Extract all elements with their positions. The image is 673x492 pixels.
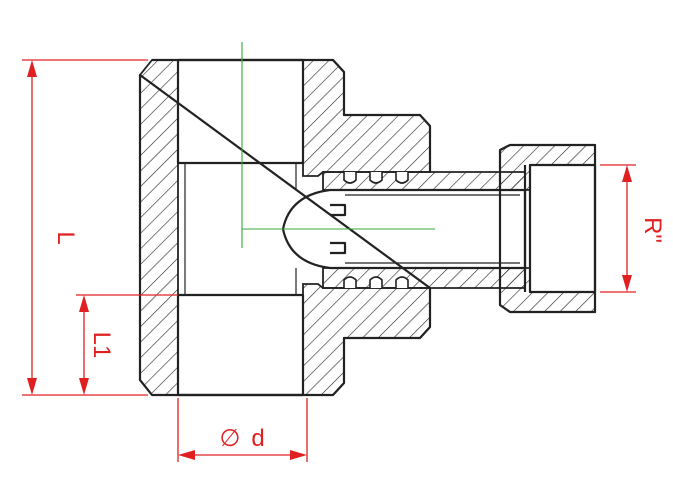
nut-bore — [528, 163, 597, 294]
branch-stem — [281, 171, 527, 289]
oring-grooves — [343, 172, 409, 288]
union-nut — [498, 143, 597, 314]
centerlines — [241, 42, 435, 248]
dimension-diameter: ∅ d — [177, 398, 308, 462]
tee-upper-wall — [302, 59, 431, 177]
label-thread-size: R" — [639, 217, 666, 243]
tee-outline — [138, 58, 432, 397]
arrow-l1-bottom — [79, 378, 89, 395]
arrow-d-right — [290, 450, 307, 460]
nut-outline — [498, 143, 597, 314]
arrow-length-bottom — [27, 378, 37, 395]
tee-left-wall — [139, 59, 179, 396]
label-length: L — [52, 231, 79, 244]
arrow-d-left — [178, 450, 195, 460]
arrow-r-top — [622, 165, 632, 182]
label-diameter: d — [251, 425, 264, 452]
arrow-l1-top — [79, 295, 89, 312]
nut-top — [499, 144, 596, 191]
stem-step-bottom — [330, 241, 347, 255]
bottom-socket — [176, 293, 305, 397]
label-thread-length: L1 — [88, 332, 115, 359]
nut-bottom — [499, 267, 596, 313]
arrow-r-bottom — [622, 275, 632, 292]
stem-step-top — [330, 203, 347, 217]
dimension-length: L — [22, 59, 148, 396]
label-diameter-symbol: ∅ — [220, 425, 241, 452]
dimension-thread-size: R" — [600, 164, 666, 293]
dimension-thread-length: L1 — [76, 294, 178, 395]
tee-lower-wall — [302, 283, 431, 396]
tee-body — [138, 58, 432, 397]
arrow-length-top — [27, 60, 37, 77]
